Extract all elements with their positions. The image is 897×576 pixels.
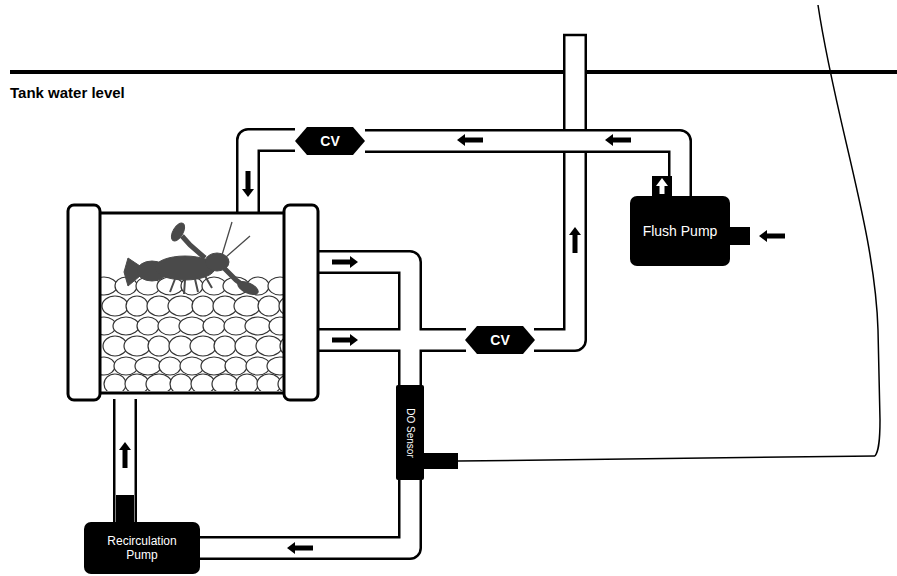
check-valve: CV — [465, 326, 535, 354]
pebble — [256, 336, 282, 356]
flow-arrow — [287, 542, 313, 554]
pipe-bore — [248, 140, 295, 212]
standpipe-top — [563, 34, 587, 37]
pipe-bore — [318, 262, 410, 386]
pebble — [258, 296, 280, 316]
pebble — [191, 374, 215, 391]
pump-outlet-nozzle — [652, 176, 672, 197]
pebble — [124, 336, 150, 356]
pebble — [179, 317, 205, 335]
pebble — [234, 296, 260, 316]
pump-outlet-nozzle — [116, 495, 134, 523]
pipe-bore — [534, 35, 575, 340]
end-flange — [284, 205, 318, 400]
pipe-bore — [365, 141, 680, 196]
pebble — [190, 336, 216, 356]
crayfish-antenna — [222, 222, 250, 257]
pipe-outline — [113, 399, 137, 522]
crayfish — [124, 221, 260, 297]
pipe-outline — [318, 262, 410, 386]
valve-hexagon-fill — [465, 326, 535, 354]
pebble — [168, 296, 194, 316]
do-sensor: DO Sensor — [396, 385, 424, 480]
pipe-outline — [365, 141, 680, 196]
check-valve: CV — [295, 127, 365, 155]
pebble — [236, 374, 258, 391]
flow-arrow — [569, 227, 581, 253]
pebble — [146, 374, 172, 391]
crayfish-arm — [182, 236, 205, 258]
chamber-body — [97, 213, 289, 393]
tank-wall — [818, 5, 880, 456]
pipe-outline — [534, 35, 575, 340]
pebble — [257, 374, 281, 391]
flow-arrow — [332, 334, 358, 346]
flow-arrow — [332, 256, 358, 268]
pebble — [159, 357, 181, 375]
node-label: Recirculation Pump — [91, 534, 193, 563]
pebble — [113, 317, 139, 335]
pipe-outline — [248, 140, 295, 212]
pebble — [102, 296, 128, 316]
pipe-bore — [318, 331, 466, 350]
node-label: DO Sensor — [404, 408, 416, 457]
end-flange — [68, 205, 100, 400]
pipe-connector — [365, 141, 680, 196]
recirculation-pump: Recirculation Pump — [84, 522, 200, 574]
pipe-bore — [200, 480, 410, 548]
node-label: CV — [490, 332, 509, 349]
pebble — [225, 357, 247, 375]
pump-inlet-nozzle — [730, 227, 750, 245]
pebble — [201, 357, 227, 375]
crayfish-claw — [236, 279, 260, 297]
flush-pump: Flush Pump — [630, 196, 730, 266]
flow-arrow — [656, 178, 668, 194]
pipe-bore — [116, 399, 135, 522]
pebble — [135, 357, 161, 375]
pebble — [245, 317, 271, 335]
pebbles — [99, 277, 287, 391]
pebble — [203, 317, 225, 335]
pebble — [137, 317, 159, 335]
pebble — [104, 374, 126, 391]
pebble — [125, 374, 149, 391]
pebble — [148, 336, 170, 356]
pipes — [125, 35, 587, 522]
pebble — [214, 336, 236, 356]
water-level-line — [10, 70, 897, 74]
valve-hexagon-fill — [295, 127, 365, 155]
flow-arrow — [457, 134, 483, 146]
sensor-cable — [458, 456, 875, 461]
crayfish-leg — [170, 276, 212, 294]
flow-arrow — [242, 171, 254, 197]
flow-arrow — [759, 230, 785, 242]
pebble — [192, 296, 214, 316]
flow-arrows — [119, 134, 785, 554]
pebble — [170, 374, 192, 391]
pebble — [99, 277, 117, 295]
pipe-outline — [200, 480, 410, 548]
flow-arrow — [605, 134, 631, 146]
pebble — [126, 296, 148, 316]
water-level-label: Tank water level — [10, 84, 125, 101]
pipe-connector — [200, 480, 410, 548]
node-label: CV — [320, 133, 339, 150]
pipe-outline — [318, 328, 466, 352]
pebble — [212, 374, 238, 391]
node-label: Flush Pump — [643, 223, 718, 240]
flow-arrow — [119, 442, 131, 468]
sensor-connector — [424, 453, 458, 469]
crayfish-claw — [169, 221, 188, 243]
